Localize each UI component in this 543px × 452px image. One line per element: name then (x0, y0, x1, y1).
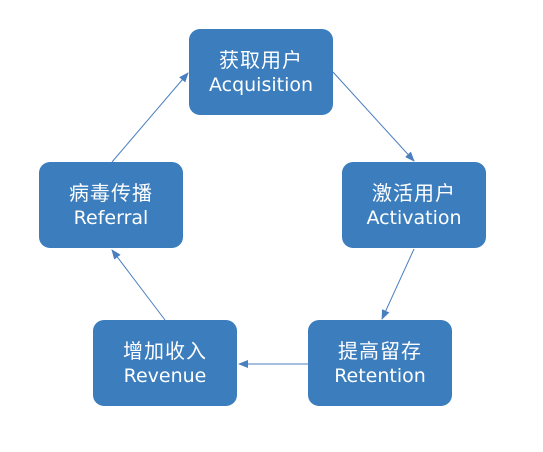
node-activation: 激活用户 Activation (342, 162, 486, 248)
node-activation-en-label: Activation (366, 206, 462, 229)
node-retention-zh-label: 提高留存 (338, 338, 422, 363)
node-referral-zh-label: 病毒传播 (69, 180, 153, 205)
node-referral: 病毒传播 Referral (39, 162, 183, 248)
node-revenue: 增加收入 Revenue (93, 320, 237, 406)
node-referral-en-label: Referral (73, 206, 149, 229)
node-retention: 提高留存 Retention (308, 320, 452, 406)
arrow-activation-to-retention (381, 248, 415, 320)
node-activation-zh-label: 激活用户 (372, 180, 456, 205)
node-acquisition-en-label: Acquisition (208, 73, 314, 96)
node-retention-en-label: Retention (334, 364, 426, 387)
node-acquisition-zh-label: 获取用户 (219, 47, 303, 72)
node-revenue-zh-label: 增加收入 (123, 338, 207, 363)
arrow-revenue-to-referral (111, 249, 166, 321)
arrow-referral-to-acquisition (111, 72, 189, 163)
node-revenue-en-label: Revenue (123, 364, 207, 387)
node-acquisition: 获取用户 Acquisition (189, 29, 333, 115)
arrow-acquisition-to-activation (332, 71, 415, 162)
